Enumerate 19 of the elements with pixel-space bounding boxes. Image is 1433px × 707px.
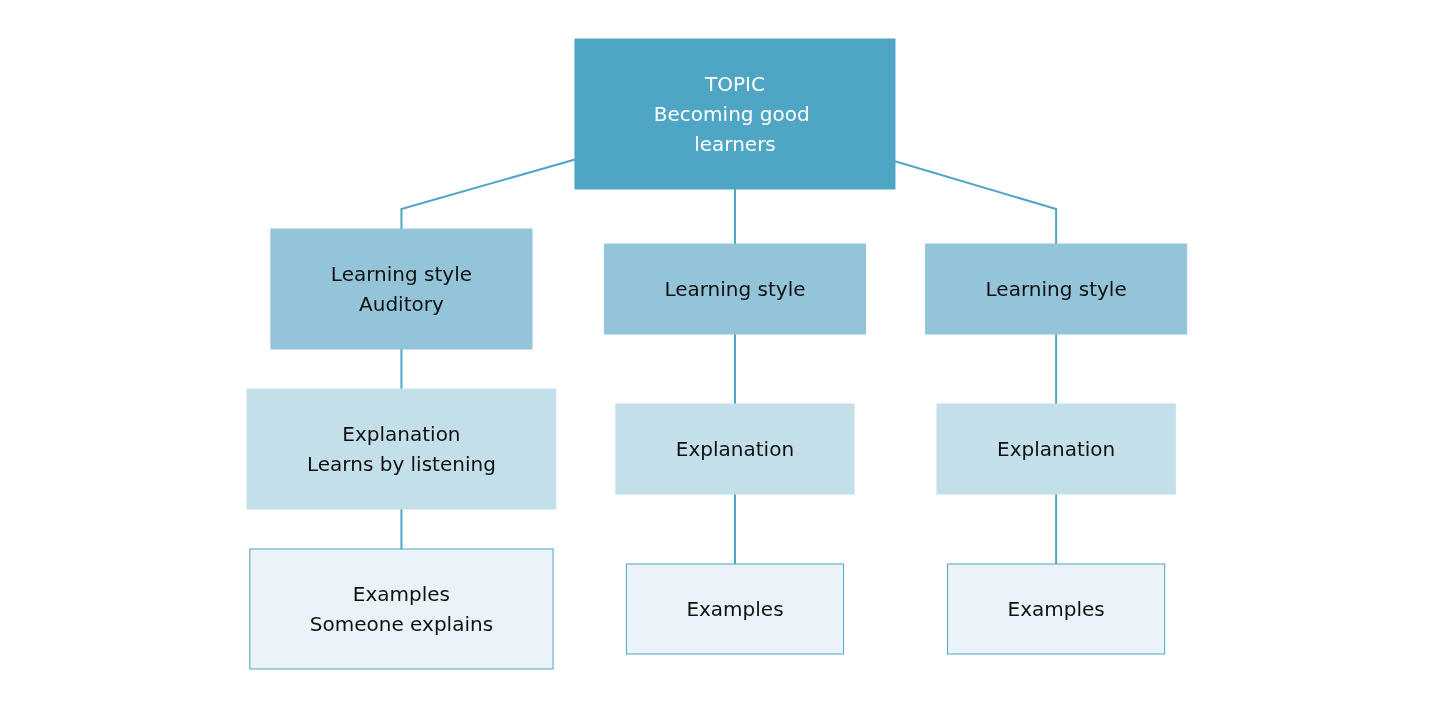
node-box: Learning style (924, 243, 1187, 334)
connector (400, 158, 576, 230)
connector (400, 347, 403, 390)
node-box: Learning style (603, 243, 866, 334)
node-box: Explanation Learns by listening (246, 388, 556, 509)
node-box: Examples Someone explains (248, 548, 554, 669)
node-box: TOPIC Becoming good learners (574, 38, 896, 189)
node-box: Explanation (615, 403, 855, 494)
node-box: Learning style Auditory (270, 228, 533, 349)
node-box: Examples (946, 563, 1165, 654)
node-box: Explanation (936, 403, 1176, 494)
connector (1054, 492, 1057, 565)
connector (893, 159, 1057, 245)
node-box: Examples (625, 563, 844, 654)
connector (400, 507, 403, 550)
connector (733, 492, 736, 565)
connector (1054, 332, 1057, 405)
connector (733, 187, 736, 245)
connector (733, 332, 736, 405)
